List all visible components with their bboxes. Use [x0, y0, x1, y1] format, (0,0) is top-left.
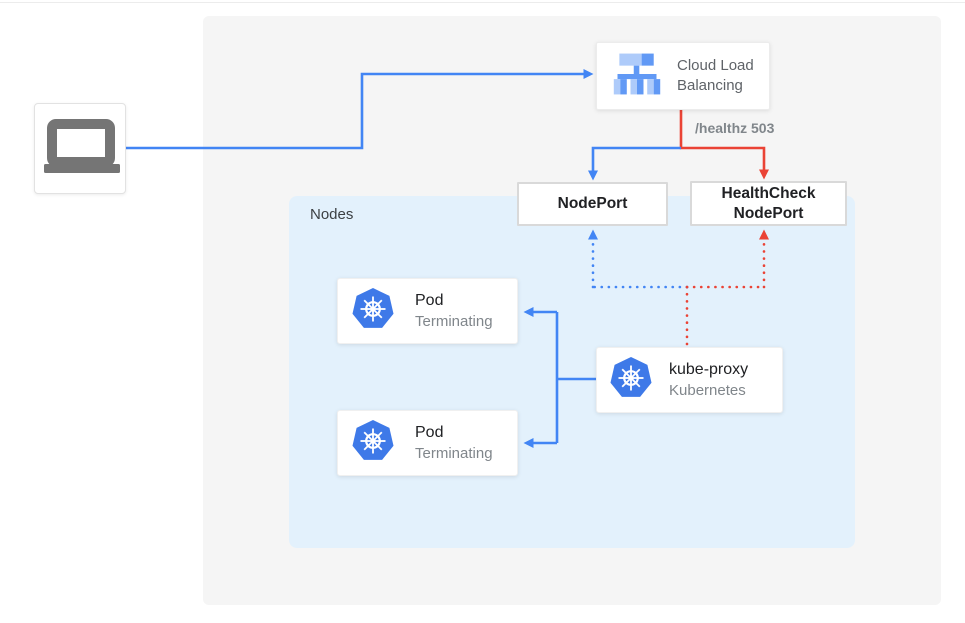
healthcheck-nodeport-label: HealthCheck NodePort — [721, 185, 816, 222]
nodeport-node: NodePort — [517, 182, 668, 226]
pod-node-2: Pod Terminating — [337, 410, 518, 476]
healthz-status-label: /healthz 503 — [695, 120, 775, 136]
healthcheck-nodeport-node: HealthCheck NodePort — [690, 181, 847, 226]
kube-proxy-node: kube-proxy Kubernetes — [596, 347, 783, 413]
pod-title: Pod — [415, 291, 444, 309]
kubernetes-icon — [351, 286, 395, 336]
kube-proxy-title: kube-proxy — [669, 360, 749, 378]
pod-status: Terminating — [415, 312, 493, 330]
nodeport-label: NodePort — [557, 195, 628, 213]
pod-title: Pod — [415, 423, 444, 441]
kube-proxy-subtitle: Kubernetes — [669, 381, 746, 399]
kubernetes-icon — [351, 418, 395, 468]
top-divider — [0, 2, 965, 3]
pod-node-1: Pod Terminating — [337, 278, 518, 344]
cloud-load-balancing-node: Cloud Load Balancing — [596, 42, 770, 110]
client-node — [34, 103, 126, 194]
pod-status: Terminating — [415, 444, 493, 462]
kubernetes-icon — [609, 355, 653, 405]
cloud-load-balancing-label: Cloud Load Balancing — [677, 56, 754, 94]
nodes-group-label: Nodes — [310, 206, 354, 223]
laptop-icon — [40, 118, 120, 179]
load-balancer-icon — [611, 53, 663, 100]
